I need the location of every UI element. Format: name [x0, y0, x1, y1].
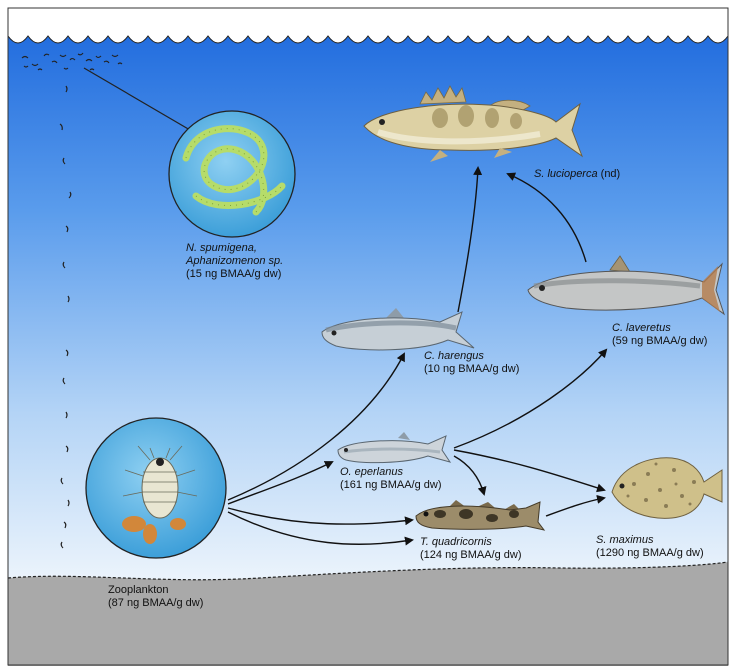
cyanobacteria-filament-icon — [169, 111, 295, 237]
label-sculpin: T. quadricornis (124 ng BMAA/g dw) — [420, 536, 522, 562]
herring-value: (10 ng BMAA/g dw) — [424, 363, 519, 376]
label-turbot: S. maximus (1290 ng BMAA/g dw) — [596, 534, 704, 560]
zooplankton-value: (87 ng BMAA/g dw) — [108, 597, 203, 610]
smelt-name: O. eperlanus — [340, 466, 403, 478]
turbot-value: (1290 ng BMAA/g dw) — [596, 547, 704, 560]
herring-name: C. harengus — [424, 350, 484, 362]
cyano-name-line2: Aphanizomenon sp. — [186, 255, 283, 267]
sculpin-name: T. quadricornis — [420, 536, 492, 548]
coregonus-value: (59 ng BMAA/g dw) — [612, 335, 707, 348]
sander-value: (nd) — [601, 168, 621, 180]
label-coregonus: C. laveretus (59 ng BMAA/g dw) — [612, 322, 707, 348]
label-zooplankton: Zooplankton (87 ng BMAA/g dw) — [108, 584, 203, 610]
turbot-name: S. maximus — [596, 534, 653, 546]
coregonus-name: C. laveretus — [612, 322, 671, 334]
zooplankton-name: Zooplankton — [108, 584, 203, 597]
label-herring: C. harengus (10 ng BMAA/g dw) — [424, 350, 519, 376]
label-cyanobacteria: N. spumigena, Aphanizomenon sp. (15 ng B… — [186, 242, 283, 281]
smelt-value: (161 ng BMAA/g dw) — [340, 479, 442, 492]
label-sander: S. lucioperca (nd) — [534, 168, 620, 181]
sander-name: S. lucioperca — [534, 168, 598, 180]
sculpin-value: (124 ng BMAA/g dw) — [420, 549, 522, 562]
zooplankton-amphipod-icon — [86, 418, 226, 558]
cyano-value: (15 ng BMAA/g dw) — [186, 268, 283, 281]
cyano-name-line1: N. spumigena, — [186, 242, 257, 254]
label-smelt: O. eperlanus (161 ng BMAA/g dw) — [340, 466, 442, 492]
